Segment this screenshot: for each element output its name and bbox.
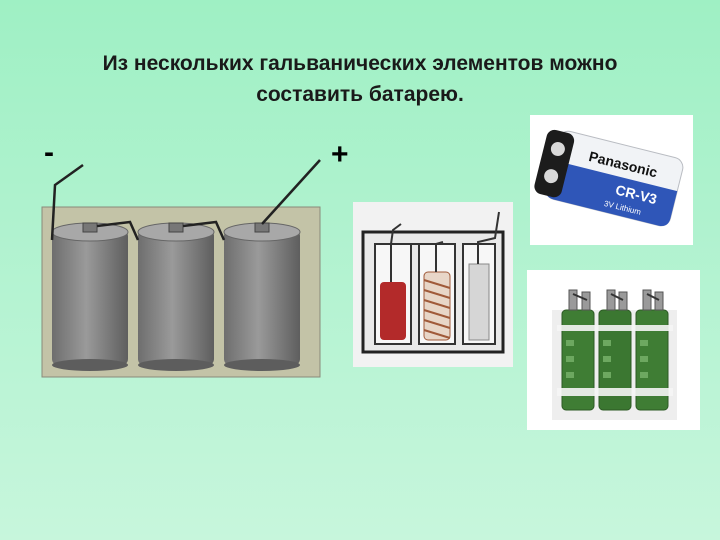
connecting-wires — [50, 159, 321, 241]
wire-minus-lead — [50, 163, 84, 241]
wire-cell1-to-cell2 — [96, 220, 140, 241]
green-battery-pack-photo — [527, 270, 700, 430]
galvanic-cell-1 — [51, 222, 129, 371]
galvanic-cell-3 — [223, 222, 301, 371]
slide-title-line-2: составить батарею. — [256, 83, 464, 106]
coiled-electrode — [423, 271, 451, 341]
panasonic-battery-photo: Panasonic CR-V3 3V Lithium — [530, 115, 693, 245]
green-cell-3 — [635, 309, 669, 411]
green-cell-2 — [598, 309, 632, 411]
minus-terminal-label: - — [44, 136, 54, 169]
slide-title: Из нескольких гальванических элементов м… — [40, 48, 680, 110]
green-cell-1 — [561, 309, 595, 411]
slide-title-line-1: Из нескольких гальванических элементов м… — [102, 52, 618, 75]
plus-terminal-label: + — [331, 138, 349, 171]
electrolytic-cells-photo — [353, 202, 513, 367]
wire-plus-lead — [261, 159, 321, 225]
galvanic-cell-2 — [137, 222, 215, 371]
wire-cell2-to-cell3 — [182, 220, 226, 241]
